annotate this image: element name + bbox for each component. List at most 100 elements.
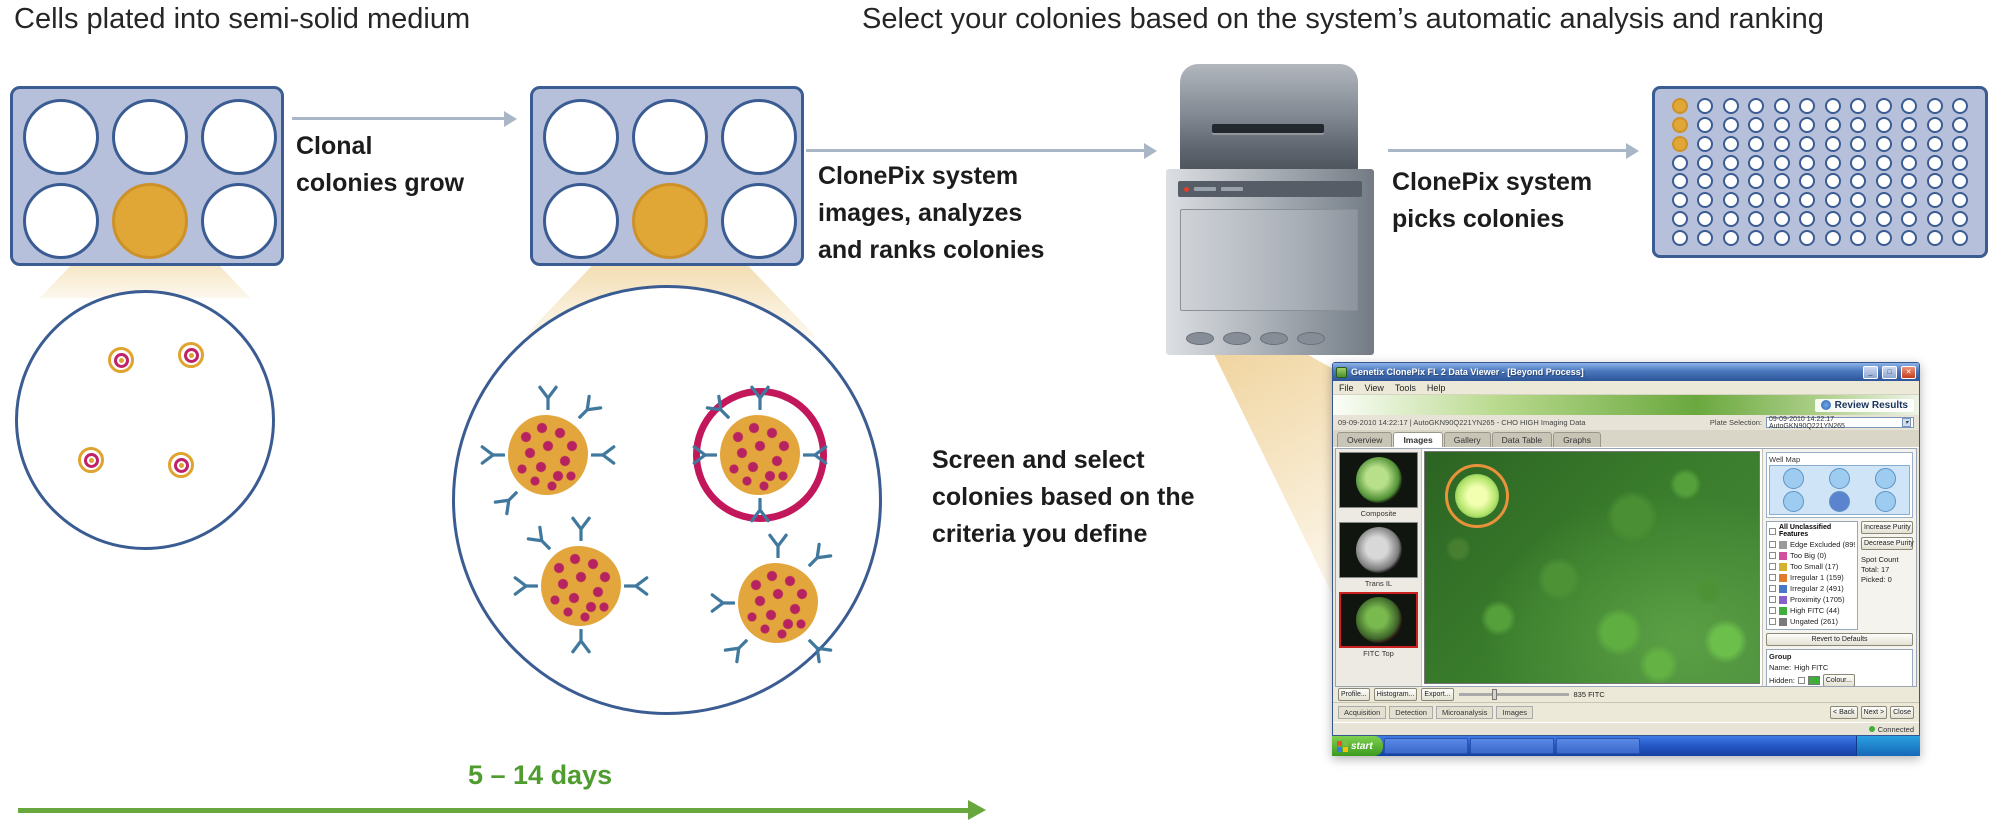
- decrease-purity-button[interactable]: Decrease Purity: [1861, 537, 1914, 550]
- channel-thumbnail[interactable]: FITC Top: [1339, 592, 1418, 660]
- well-map-plate[interactable]: [1769, 465, 1910, 515]
- channel-thumbnails: Composite Trans IL FITC Top: [1336, 449, 1422, 686]
- tab[interactable]: Graphs: [1553, 432, 1602, 447]
- bottom-tab[interactable]: Detection: [1389, 706, 1433, 719]
- well-96: [1952, 154, 1969, 171]
- instrument-control-panel: [1178, 181, 1362, 197]
- well-96: [1799, 98, 1816, 115]
- checkbox[interactable]: [1769, 552, 1776, 559]
- well-96: [1671, 192, 1688, 209]
- arrow-step3: [1388, 142, 1639, 159]
- zoom-slider[interactable]: [1458, 689, 1569, 700]
- menu-item[interactable]: Tools: [1394, 382, 1416, 393]
- well-96: [1901, 154, 1918, 171]
- start-button[interactable]: start: [1332, 736, 1383, 756]
- increase-purity-button[interactable]: Increase Purity: [1861, 521, 1913, 534]
- checkbox[interactable]: [1769, 585, 1776, 592]
- legend-item[interactable]: Edge Excluded (899): [1769, 539, 1855, 550]
- instrument-ports: [1186, 332, 1325, 345]
- menu-item[interactable]: Help: [1426, 382, 1446, 393]
- well-96: [1671, 154, 1688, 171]
- colony-well: [632, 183, 708, 259]
- plate-selection-dropdown[interactable]: 09-09-2010 14:22:17 AutoGKN90Q221YN265 ▾: [1766, 416, 1914, 430]
- well-96: [1773, 229, 1790, 246]
- window-titlebar[interactable]: Genetix ClonePix FL 2 Data Viewer - [Bey…: [1333, 363, 1919, 381]
- antibody-icon: [577, 394, 603, 420]
- well-96: [1697, 173, 1714, 190]
- bottom-tab[interactable]: Acquisition: [1338, 706, 1387, 719]
- well-96: [1926, 98, 1943, 115]
- well-96: [1850, 135, 1867, 152]
- hidden-checkbox[interactable]: [1797, 677, 1805, 684]
- tab[interactable]: Overview: [1337, 432, 1393, 447]
- maximize-button[interactable]: □: [1882, 365, 1897, 379]
- checkbox[interactable]: [1769, 563, 1776, 570]
- menu-item[interactable]: View: [1364, 382, 1384, 393]
- legend-item[interactable]: Proximity (1705): [1769, 594, 1855, 605]
- channel-thumbnail[interactable]: Trans IL: [1339, 522, 1418, 590]
- instrument-hood: [1180, 64, 1358, 172]
- thumbnail-image: [1339, 522, 1418, 578]
- antibody-icon: [526, 525, 552, 551]
- well-96: [1901, 210, 1918, 227]
- thumbnail-label: Composite: [1360, 509, 1397, 518]
- checkbox[interactable]: [1769, 618, 1776, 625]
- color-swatch: [1779, 562, 1787, 571]
- back-button[interactable]: < Back: [1830, 706, 1858, 719]
- legend-item[interactable]: High FITC (44): [1769, 605, 1855, 616]
- checkbox[interactable]: [1769, 596, 1776, 603]
- bottom-tab[interactable]: Microanalysis: [1435, 706, 1494, 719]
- minimize-button[interactable]: _: [1863, 365, 1878, 379]
- legend-item[interactable]: Irregular 2 (491): [1769, 583, 1855, 594]
- legend-item[interactable]: Too Big (0): [1769, 550, 1855, 561]
- well-96: [1901, 173, 1918, 190]
- tab[interactable]: Gallery: [1443, 432, 1491, 447]
- toolbar-button[interactable]: Histogram...: [1373, 688, 1418, 701]
- taskbar-item[interactable]: [1555, 738, 1640, 754]
- app-icon: [1336, 366, 1347, 378]
- close-wizard-button[interactable]: Close: [1890, 706, 1914, 719]
- toolbar-button[interactable]: Export...: [1421, 688, 1454, 701]
- checkbox[interactable]: [1769, 541, 1776, 548]
- checkbox[interactable]: [1769, 607, 1776, 614]
- fluorescence-image[interactable]: [1424, 451, 1760, 684]
- legend-item[interactable]: Ungated (261): [1769, 616, 1855, 627]
- step2-label: ClonePix system images, analyzes and ran…: [818, 162, 1045, 264]
- tab[interactable]: Data Table: [1491, 432, 1553, 447]
- revert-defaults-button[interactable]: Revert to Defaults: [1766, 633, 1913, 646]
- review-results[interactable]: Review Results: [1814, 398, 1914, 412]
- well-96: [1926, 229, 1943, 246]
- menu-bar: File View Tools Help: [1333, 381, 1919, 395]
- colony: [473, 380, 623, 530]
- checkbox[interactable]: [1769, 527, 1776, 535]
- toolbar-button[interactable]: Profile...: [1338, 688, 1370, 701]
- single-cell: [108, 347, 134, 373]
- zoom-cone-3: [1209, 344, 1334, 598]
- instrument-slot: [1212, 124, 1324, 133]
- next-button[interactable]: Next >: [1860, 706, 1888, 719]
- taskbar-item[interactable]: [1469, 738, 1554, 754]
- review-results-icon: [1820, 400, 1831, 410]
- well-96: [1671, 173, 1688, 190]
- taskbar-item[interactable]: [1383, 738, 1468, 754]
- legend-item[interactable]: Irregular 1 (159): [1769, 572, 1855, 583]
- feature-legend: All Unclassified Features Edge Excluded …: [1766, 521, 1858, 630]
- channel-thumbnail[interactable]: Composite: [1339, 452, 1418, 520]
- legend-item[interactable]: Too Small (17): [1769, 561, 1855, 572]
- menu-item[interactable]: File: [1339, 382, 1354, 393]
- close-button[interactable]: ✕: [1901, 365, 1916, 379]
- tab[interactable]: Images: [1393, 432, 1443, 447]
- bottom-tab[interactable]: Images: [1496, 706, 1534, 719]
- well-96: [1952, 229, 1969, 246]
- chevron-down-icon: ▾: [1902, 418, 1911, 427]
- well-96: [1875, 117, 1892, 134]
- colour-button[interactable]: Colour...: [1822, 674, 1855, 686]
- antibody-icon: [710, 593, 735, 613]
- selected-well[interactable]: [1828, 491, 1850, 512]
- well-96: [1671, 229, 1688, 246]
- antibody-icon: [571, 629, 591, 654]
- checkbox[interactable]: [1769, 574, 1776, 581]
- colony-cells: [738, 563, 818, 643]
- color-swatch: [1779, 617, 1787, 626]
